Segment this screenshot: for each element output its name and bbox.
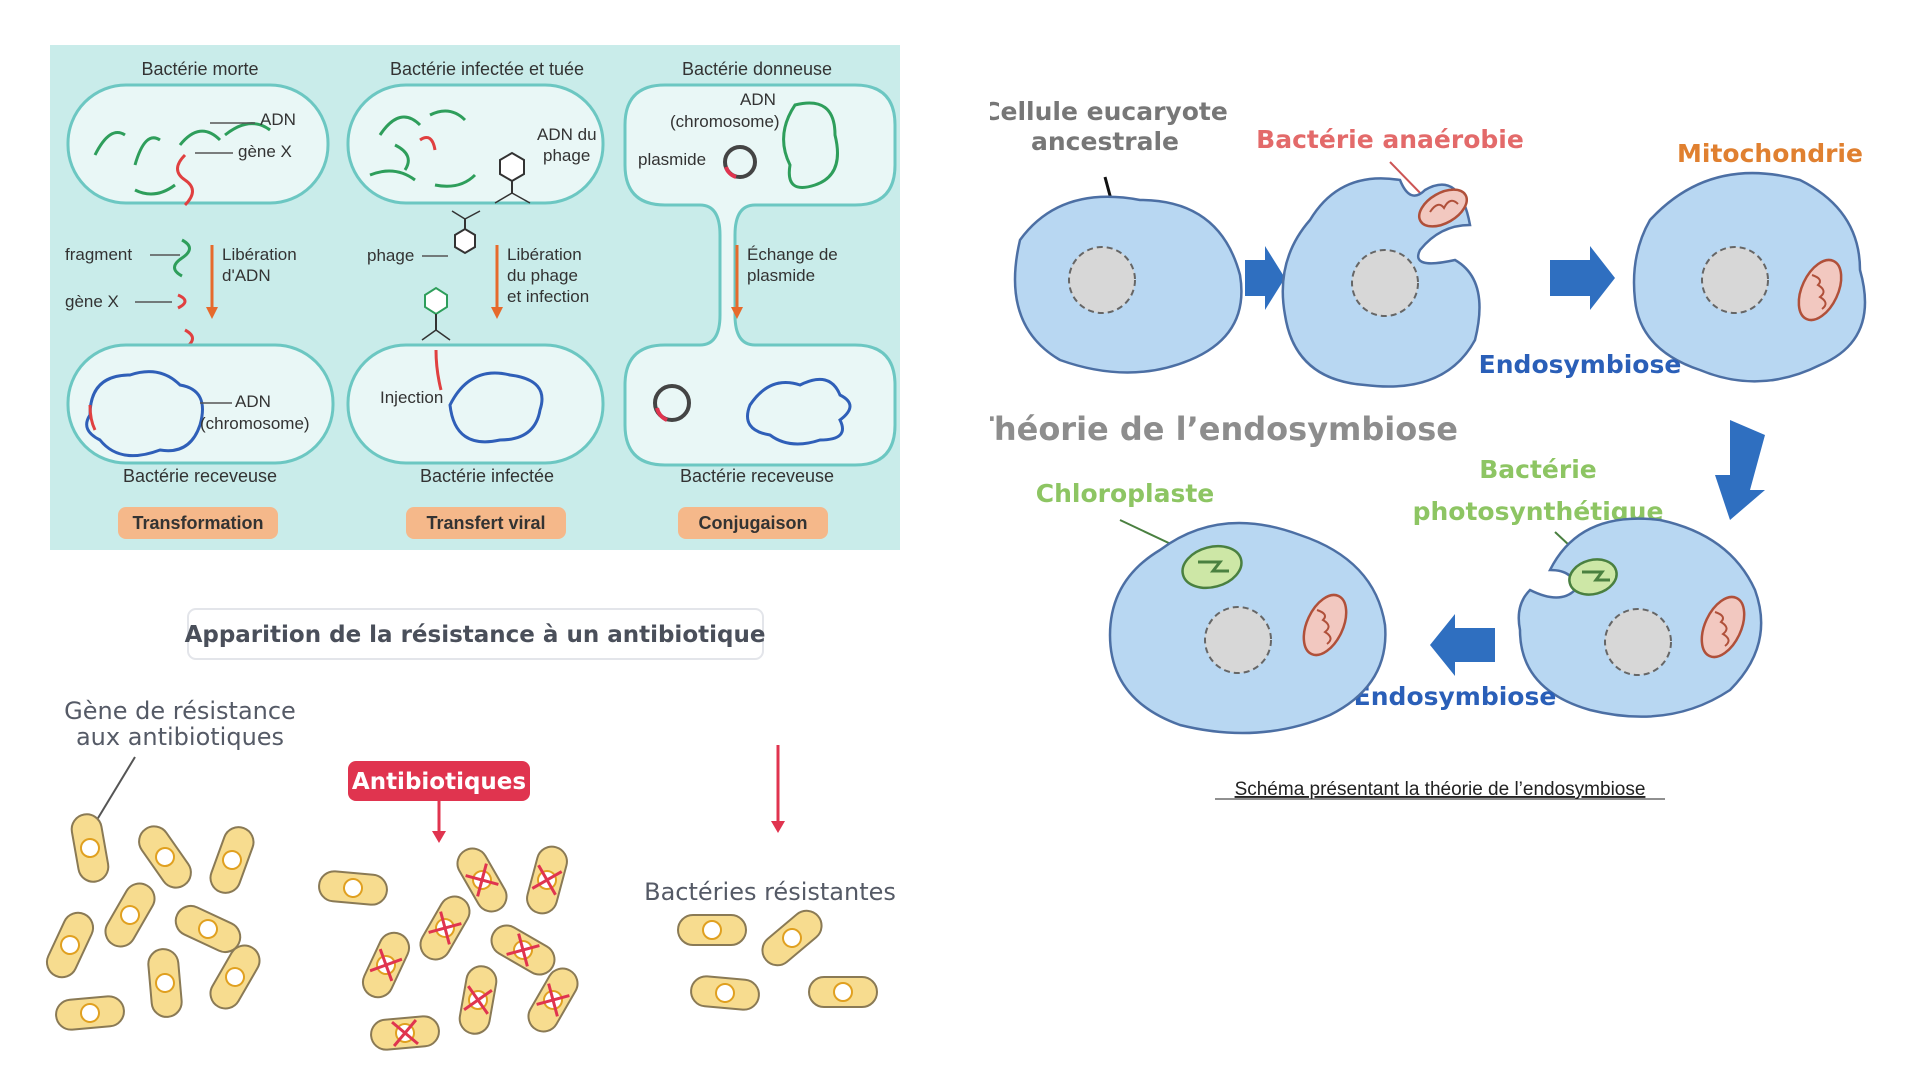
gene-pointer xyxy=(91,756,136,829)
resistance-title-box xyxy=(187,608,764,660)
label-exchange-plasmid: plasmide xyxy=(747,266,815,285)
label-dna-donor: ADN xyxy=(740,90,776,109)
label-ancestral-line1: Cellule eucaryote xyxy=(990,97,1228,126)
resistant-bacteria-group xyxy=(677,909,878,1011)
mitochondrion-1 xyxy=(1797,258,1843,322)
label-release-phage: Libération xyxy=(507,245,582,264)
treated-bacteria-group xyxy=(318,845,579,1051)
badge-conjugation xyxy=(678,507,828,539)
viral-transfer-column: Bactérie infectée et tuée ADN du phage p… xyxy=(346,59,605,539)
plasmid-ring-recipient xyxy=(653,384,691,422)
gene-transfer-diagram: Bactérie morte ADN gène X fragment Libér… xyxy=(50,45,900,550)
label-ancestral-line2: ancestrale xyxy=(1031,127,1179,156)
label-phage-dna-2: phage xyxy=(543,146,590,165)
label-injection: Injection xyxy=(380,388,443,407)
arrow-3 xyxy=(1715,420,1765,520)
photosynthetic-bacterium xyxy=(1568,558,1618,596)
plasmid-ring xyxy=(723,145,757,179)
label-endosymbiosis-2: Endosymbiose xyxy=(1354,682,1557,711)
arrow-2 xyxy=(1550,246,1615,310)
conjugation-column: Bactérie donneuse ADN (chromosome) plasm… xyxy=(623,59,897,539)
label-gene-x-2: gène X xyxy=(65,292,119,311)
dna-fragments xyxy=(93,122,271,196)
label-dna: ADN xyxy=(260,110,296,129)
antibiotic-resistance-diagram: Apparition de la résistance à un antibio… xyxy=(45,608,896,1051)
arrow-1 xyxy=(1245,246,1285,310)
nucleus-1 xyxy=(1068,246,1136,314)
label-phage: phage xyxy=(367,246,414,265)
label-chloroplast: Chloroplaste xyxy=(1036,479,1215,508)
transformation-column: Bactérie morte ADN gène X fragment Libér… xyxy=(65,59,335,539)
caption: Schéma présentant la théorie de l’endosy… xyxy=(1235,779,1646,800)
label-phage-dna: ADN du xyxy=(537,125,597,144)
nucleus-2 xyxy=(1351,249,1419,317)
top-label-donor: Bactérie donneuse xyxy=(682,59,832,79)
label-of-phage: du phage xyxy=(507,266,578,285)
chromosome-dna xyxy=(85,370,204,458)
label-chromosome-donor: (chromosome) xyxy=(670,112,780,131)
nucleus-5 xyxy=(1204,606,1272,674)
theory-title: Théorie de l’endosymbiose xyxy=(990,410,1458,448)
label-mitochondria: Mitochondrie xyxy=(1677,139,1863,168)
antibiotic-label: Antibiotiques xyxy=(352,769,526,795)
svg-text:Transformation: Transformation xyxy=(132,513,263,533)
label-plasmid: plasmide xyxy=(638,150,706,169)
resistant-label: Bactéries résistantes xyxy=(644,878,896,906)
bottom-label-infected: Bactérie infectée xyxy=(420,466,554,486)
label-exchange: Échange de xyxy=(747,245,838,264)
label-release: Libération xyxy=(222,245,297,264)
label-fragment: fragment xyxy=(65,245,132,264)
label-and-infection: et infection xyxy=(507,287,589,306)
label-chromosome: (chromosome) xyxy=(200,414,310,433)
phage-icon-2 xyxy=(451,210,481,255)
infected-killed-cell xyxy=(346,83,605,205)
top-label-infected-killed: Bactérie infectée et tuée xyxy=(390,59,584,79)
arrow-4 xyxy=(1430,614,1495,676)
svg-text:Conjugaison: Conjugaison xyxy=(699,513,808,533)
free-fragment xyxy=(173,238,191,278)
label-anaerobic-bacterium: Bactérie anaérobie xyxy=(1256,125,1524,154)
nucleus-4 xyxy=(1604,608,1672,676)
initial-bacteria-group xyxy=(45,813,261,1031)
mitochondrion-2 xyxy=(1700,595,1746,659)
resistance-title: Apparition de la résistance à un antibio… xyxy=(185,622,766,648)
label-dna-recipient: ADN xyxy=(235,392,271,411)
label-endosymbiosis-1: Endosymbiose xyxy=(1479,350,1682,379)
label-of-dna: d'ADN xyxy=(222,266,271,285)
antibiotic-tag xyxy=(348,761,530,801)
bottom-label-recipient-2: Bactérie receveuse xyxy=(680,466,834,486)
top-label-dead-bacterium: Bactérie morte xyxy=(141,59,258,79)
label-gene-x: gène X xyxy=(238,142,292,161)
phage-icon xyxy=(494,151,531,204)
nucleus-3 xyxy=(1701,246,1769,314)
phage-icon-3 xyxy=(421,286,451,341)
mitochondrion-3 xyxy=(1302,593,1348,657)
gene-x-segment xyxy=(176,153,194,207)
gene-label-line1: Gène de résistance xyxy=(64,697,296,725)
badge-transformation xyxy=(118,507,278,539)
endosymbiosis-diagram: Cellule eucaryote ancestrale Bactérie an… xyxy=(990,97,1867,800)
chloroplast xyxy=(1181,544,1243,590)
label-photosynthetic-line1: Bactérie xyxy=(1479,455,1597,484)
recipient-bacterium-cell xyxy=(66,343,335,465)
dead-bacterium-cell xyxy=(66,83,330,205)
svg-text:Transfert viral: Transfert viral xyxy=(426,513,545,533)
badge-viral-transfer xyxy=(406,507,566,539)
gene-label-line2: aux antibiotiques xyxy=(76,723,284,751)
bottom-label-recipient: Bactérie receveuse xyxy=(123,466,277,486)
infected-cell xyxy=(346,343,605,465)
